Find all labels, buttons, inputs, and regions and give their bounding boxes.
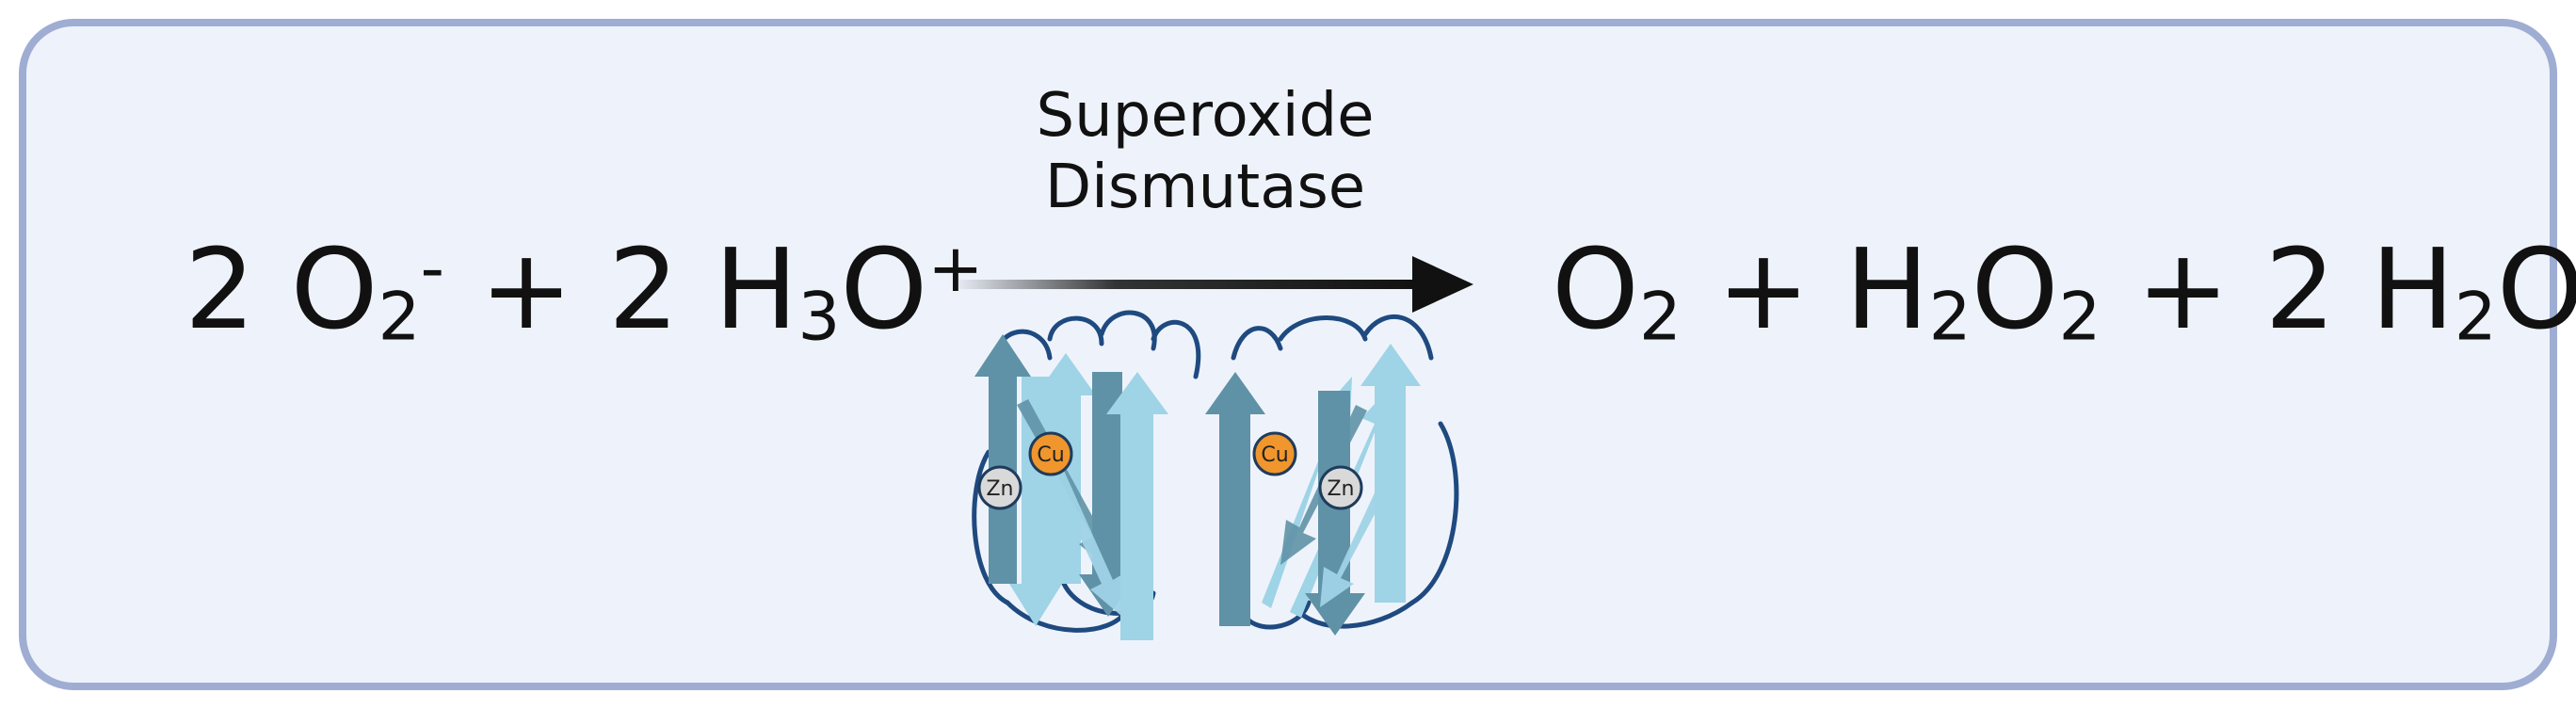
- strand-right-4: [1305, 391, 1365, 636]
- left-beta-sheet: [974, 334, 1168, 640]
- water-subscript: 2: [2454, 277, 2497, 356]
- enzyme-label-line2: Dismutase: [1044, 152, 1366, 222]
- reactants-equation: 2 O2- + 2 H3O+: [185, 234, 984, 350]
- peroxide-o-subscript: 2: [2058, 277, 2101, 356]
- right-beta-sheet: [1205, 344, 1421, 636]
- zn-label-right: Zn: [1327, 477, 1354, 501]
- water-h-symbol: H: [2371, 224, 2455, 354]
- zn-label-left: Zn: [986, 477, 1013, 501]
- arrow-shaft: [951, 280, 1422, 289]
- protein-loops: [972, 310, 1459, 633]
- strand-left-1: [974, 334, 1031, 584]
- products-equation: O2 + H2O2 + 2 H2O: [1552, 234, 2576, 350]
- peroxide-h-symbol: H: [1844, 224, 1929, 354]
- loop-2: [1047, 315, 1104, 346]
- strand-right-diag-2: [1320, 452, 1405, 607]
- product-plus-sign-2: +: [2136, 224, 2230, 354]
- loop-5: [972, 449, 1010, 605]
- superoxide-subscript: 2: [378, 277, 421, 356]
- cu-ion-right: Cu: [1252, 431, 1297, 476]
- loop-4: [1151, 319, 1201, 379]
- loop-3: [1099, 310, 1157, 351]
- strand-right-1: [1205, 372, 1265, 626]
- cu-label-right: Cu: [1261, 443, 1288, 467]
- hydronium-h-symbol: H: [714, 224, 798, 354]
- zn-ion-left: Zn: [977, 465, 1022, 510]
- zn-ion-right: Zn: [1318, 465, 1363, 510]
- superoxide-dismutase-protein: Zn Cu Cu Zn: [972, 310, 1459, 640]
- reaction-arrow: [951, 256, 1473, 313]
- reactant-plus-sign: +: [479, 224, 573, 354]
- water-coefficient: 2: [2264, 224, 2336, 354]
- oxygen-subscript: 2: [1638, 277, 1682, 356]
- cu-label-left: Cu: [1037, 443, 1064, 467]
- product-plus-sign-1: +: [1716, 224, 1811, 354]
- peroxide-o-symbol: O: [1971, 224, 2059, 354]
- loop-9: [1278, 315, 1368, 342]
- hydronium-o-symbol: O: [840, 224, 928, 354]
- enzyme-label: Superoxide Dismutase: [979, 81, 1431, 223]
- superoxide-charge: -: [420, 229, 445, 308]
- cu-ion-left: Cu: [1028, 431, 1073, 476]
- oxygen-symbol: O: [1552, 224, 1639, 354]
- reactant-coefficient-superoxide: 2: [185, 224, 256, 354]
- loop-6: [1005, 600, 1128, 633]
- superoxide-symbol: O: [290, 224, 378, 354]
- reaction-panel: [19, 19, 2557, 690]
- strand-left-5: [1106, 372, 1168, 640]
- reactant-coefficient-hydronium: 2: [607, 224, 680, 354]
- water-o-symbol: O: [2496, 224, 2576, 354]
- enzyme-label-line1: Superoxide: [1036, 81, 1375, 151]
- strand-left-diag-2: [1036, 437, 1122, 617]
- hydronium-charge: +: [927, 229, 984, 308]
- loop-8: [1231, 326, 1283, 361]
- peroxide-h-subscript: 2: [1928, 277, 1972, 356]
- loop-10: [1362, 314, 1434, 361]
- loop-12: [1292, 600, 1415, 629]
- arrow-head: [1412, 256, 1473, 313]
- loop-11: [1409, 421, 1459, 605]
- hydronium-subscript: 3: [797, 277, 841, 356]
